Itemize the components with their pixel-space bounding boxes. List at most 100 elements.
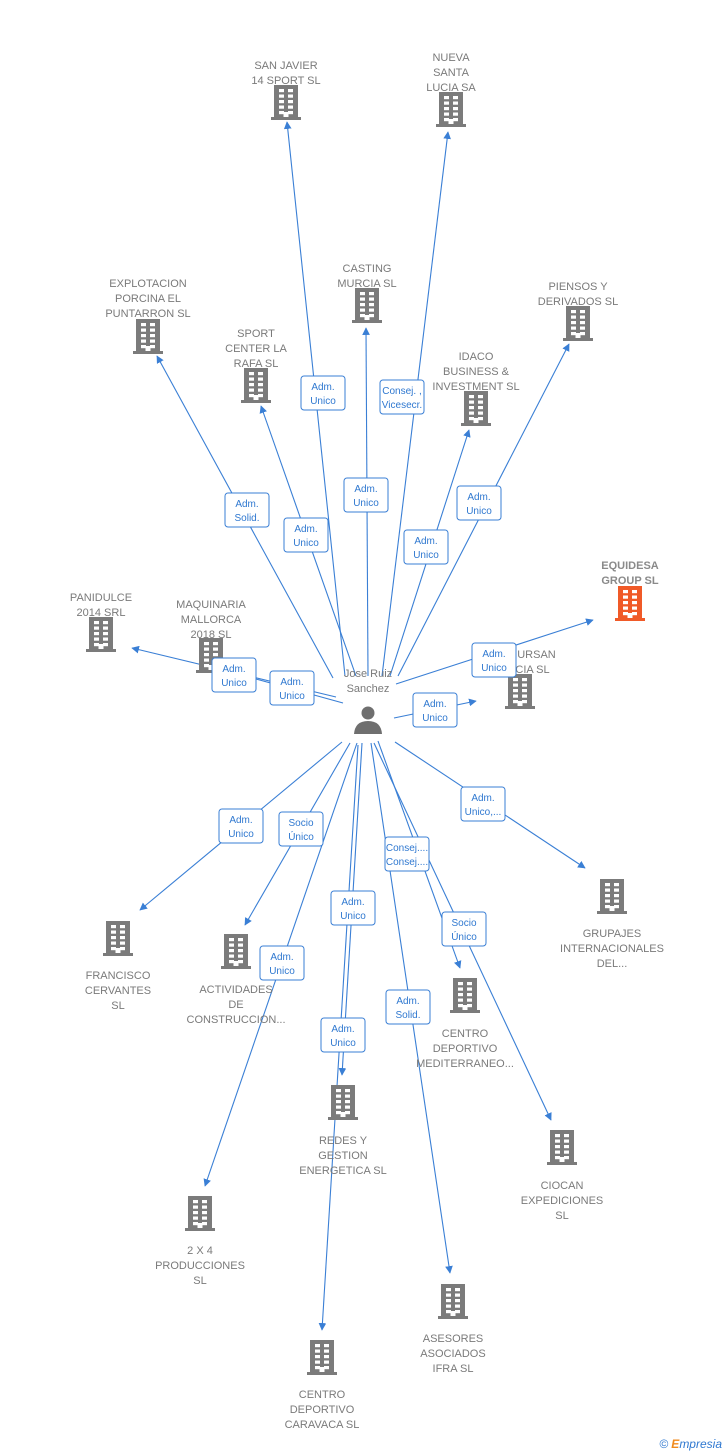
- relation-label-text: Unico: [330, 1038, 356, 1049]
- company-label: PORCINA EL: [115, 293, 181, 305]
- company-label: DERIVADOS SL: [538, 296, 619, 308]
- company-label: EXPLOTACION: [109, 278, 186, 290]
- company-label: PUNTARRON SL: [105, 308, 190, 320]
- relation-label[interactable]: Adm. Unico: [471, 642, 517, 678]
- relation-label-text: Adm.: [294, 524, 317, 535]
- relation-label[interactable]: Consej....Consej....: [384, 836, 430, 872]
- company-label: INTERNACIONALES: [560, 943, 664, 955]
- relation-label-text: Unico: [221, 678, 247, 689]
- relation-label[interactable]: Adm.Unico: [403, 529, 449, 565]
- relation-label-text: Adm.: [482, 649, 505, 660]
- relation-label-text: Adm.: [414, 536, 437, 547]
- relation-label-text: Adm.: [311, 382, 334, 393]
- relation-label[interactable]: Adm.Unico: [320, 1017, 366, 1053]
- company-label: DEL...: [597, 958, 628, 970]
- relation-label[interactable]: Adm.Unico: [456, 485, 502, 521]
- relation-label-text: Unico: [340, 911, 366, 922]
- relation-label-text: Unico: [353, 498, 379, 509]
- relation-label-text: Adm.: [354, 484, 377, 495]
- company-node-panidulce[interactable]: PANIDULCE 2014 SRL: [70, 592, 132, 652]
- relation-label[interactable]: Adm.Unico: [283, 517, 329, 553]
- relation-label[interactable]: Adm.Unico: [300, 375, 346, 411]
- relation-label-text: Adm.: [229, 815, 252, 826]
- company-label: EXPEDICIONES: [521, 1195, 604, 1207]
- building-icon: [436, 92, 466, 127]
- relation-label[interactable]: Adm. Unico: [211, 657, 257, 693]
- company-label: FRANCISCO: [86, 970, 151, 982]
- company-node-san-javier[interactable]: SAN JAVIER 14 SPORT SL: [251, 60, 321, 120]
- person-name: Sanchez: [347, 683, 390, 695]
- relation-label[interactable]: Adm.Solid.: [224, 492, 270, 528]
- relation-label-text: Adm.: [341, 897, 364, 908]
- relation-label[interactable]: Adm. Unico: [343, 477, 389, 513]
- relation-label-text: Unico: [279, 691, 305, 702]
- relation-label-text: Socio: [451, 918, 476, 929]
- company-label: CERVANTES: [85, 985, 151, 997]
- footer-brand: ©Empresia: [659, 1437, 722, 1451]
- company-label: SL: [555, 1210, 568, 1222]
- company-label: ACTIVIDADES: [199, 984, 272, 996]
- person-name: Jose Ruiz: [344, 668, 392, 680]
- company-node-actividades[interactable]: ACTIVIDADESDECONSTRUCCION...: [187, 934, 286, 1026]
- company-label: DEPORTIVO: [290, 1404, 355, 1416]
- company-label: 2014 SRL: [77, 607, 126, 619]
- company-label: SL: [193, 1275, 206, 1287]
- copyright-symbol: ©: [659, 1437, 669, 1451]
- relation-label-text: Unico: [481, 663, 507, 674]
- relation-label[interactable]: Adm.Unico,...: [460, 786, 506, 822]
- relation-label-text: Vicesecr.: [382, 400, 422, 411]
- relation-label[interactable]: Adm. Unico: [269, 670, 315, 706]
- relation-label[interactable]: Adm. Unico: [330, 890, 376, 926]
- company-node-explotacion-porcina[interactable]: EXPLOTACION PORCINA EL PUNTARRON SL: [105, 278, 191, 354]
- company-label: SAN JAVIER: [254, 60, 317, 72]
- brand-name: mpresia: [679, 1437, 722, 1451]
- building-icon: [133, 319, 163, 354]
- company-label: MURCIA SL: [337, 278, 396, 290]
- company-label: MAQUINARIA: [176, 599, 246, 611]
- company-node-grupajes[interactable]: GRUPAJESINTERNACIONALESDEL...: [560, 879, 664, 970]
- company-label: REDES Y: [319, 1135, 368, 1147]
- relation-label-text: Unico,...: [465, 807, 502, 818]
- relation-label[interactable]: Adm.Unico: [218, 808, 264, 844]
- person-icon: [354, 706, 382, 734]
- relation-label-text: Adm.: [423, 699, 446, 710]
- company-label: PANIDULCE: [70, 592, 132, 604]
- company-label: CENTRO: [442, 1028, 489, 1040]
- relation-label[interactable]: Adm.Unico: [412, 692, 458, 728]
- relation-label-text: Adm.: [280, 677, 303, 688]
- company-node-centro-mediterraneo[interactable]: CENTRODEPORTIVOMEDITERRANEO...: [416, 978, 514, 1070]
- building-icon: [221, 934, 251, 969]
- company-label: RAFA SL: [234, 358, 279, 370]
- company-label: EQUIDESA: [601, 560, 659, 572]
- company-label: CONSTRUCCION...: [187, 1014, 286, 1026]
- relation-label-text: Adm.: [222, 664, 245, 675]
- building-icon: [438, 1284, 468, 1319]
- company-label: 14 SPORT SL: [251, 75, 320, 87]
- building-icon: [196, 638, 226, 673]
- building-icon: [615, 586, 645, 621]
- relation-label[interactable]: Consej. ,Vicesecr.: [379, 379, 425, 415]
- relation-label-text: Adm.: [270, 952, 293, 963]
- building-icon: [461, 391, 491, 426]
- relation-label[interactable]: Adm.Unico: [259, 945, 305, 981]
- relation-label[interactable]: Adm.Solid.: [385, 989, 431, 1025]
- building-icon: [352, 288, 382, 323]
